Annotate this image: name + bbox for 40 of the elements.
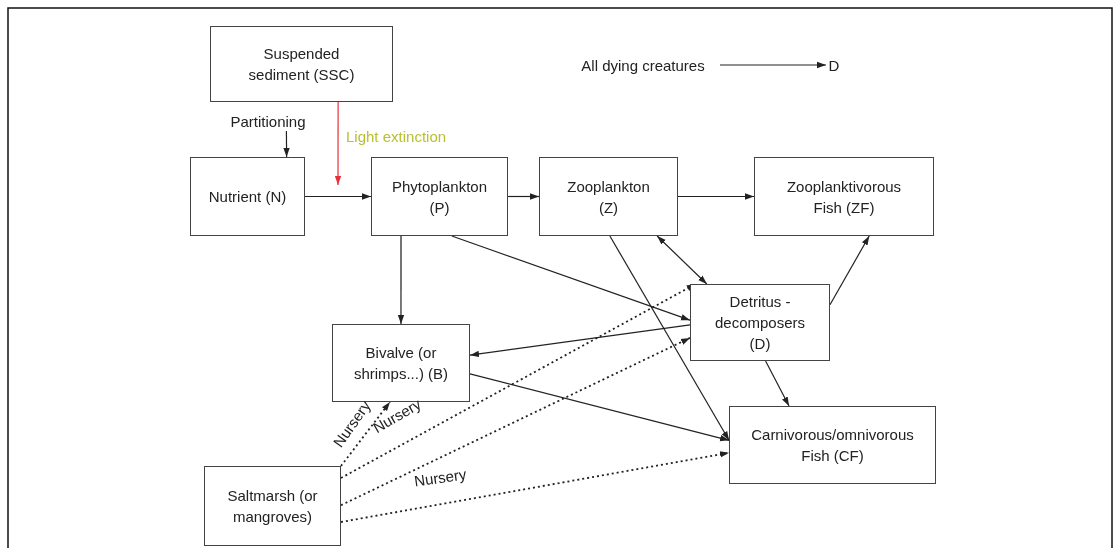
connector-arrow: [340, 401, 391, 467]
node-text: Partitioning: [222, 111, 314, 131]
box-label: Saltmarsh (or mangroves): [226, 486, 319, 527]
box-label: Zooplankton (Z): [566, 176, 651, 218]
box-label: Bivalve (or shrimps...) (B): [352, 343, 450, 384]
process-box: [539, 157, 678, 236]
connector-arrow: [656, 235, 708, 285]
connector-arrow: [719, 61, 827, 69]
connector-arrow: [829, 235, 870, 306]
node-text: All dying creatures: [566, 55, 720, 75]
process-box: [690, 284, 830, 361]
process-box: [210, 26, 393, 102]
connector-arrow: [340, 451, 730, 523]
connector-arrow: [765, 360, 790, 407]
process-box: [332, 324, 470, 402]
connector-arrow: [507, 193, 540, 200]
edge-label: Nursery: [412, 465, 467, 490]
connector-arrow: [469, 324, 691, 358]
process-box: [729, 406, 936, 484]
edge-label: Light extinction: [346, 128, 447, 145]
arrow: [334, 101, 342, 186]
box-label: Nutrient (N): [208, 187, 287, 207]
box-label: Suspended sediment (SSC): [247, 44, 356, 85]
connector-arrow: [283, 130, 290, 158]
connector-arrow: [677, 193, 755, 200]
process-box: [190, 157, 305, 236]
process-box: [754, 157, 934, 236]
process-box: [204, 466, 341, 546]
box-label: Carnivorous/omnivorous Fish (CF): [750, 425, 915, 466]
connector-arrow: [397, 235, 405, 325]
connector-arrow: [609, 235, 730, 441]
box-label: Detritus -decomposers (D): [713, 292, 806, 354]
connector-arrow: [304, 193, 372, 200]
box-label: Zooplanktivorous Fish (ZF): [785, 176, 903, 218]
box-label: Phytoplankton (P): [390, 176, 489, 218]
process-box: [371, 157, 508, 236]
node-text: D: [826, 55, 842, 75]
connector-arrow: [340, 337, 691, 507]
connector-arrow: [451, 235, 691, 321]
connector-arrow: [469, 373, 730, 442]
